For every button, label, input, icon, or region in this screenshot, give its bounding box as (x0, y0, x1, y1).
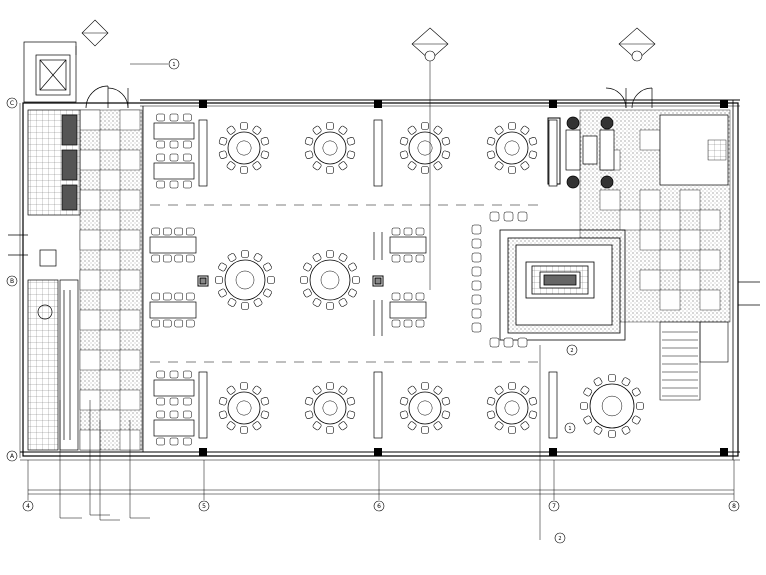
bar-chairs (471, 211, 528, 348)
dashed-guides (150, 204, 540, 363)
round-table (486, 382, 538, 434)
rect-table (389, 227, 427, 263)
grid-label-col-4: 4 (26, 503, 30, 510)
round-table (486, 122, 538, 174)
staircase (659, 321, 729, 401)
round-table (300, 250, 360, 310)
row-bubbles (6, 97, 18, 462)
grid-bubble-row-b (6, 275, 18, 287)
round-table (580, 374, 644, 438)
rect-table (153, 370, 195, 406)
rect-table (153, 153, 195, 189)
leader-lines (59, 46, 168, 521)
bar-counter (499, 229, 626, 341)
rect-table (149, 292, 197, 328)
rect-table (389, 292, 427, 328)
grid-label-col-8: 8 (732, 503, 736, 510)
round-table (218, 382, 270, 434)
grid-label-row-c: C (10, 100, 14, 107)
callout-1: 1 (172, 62, 175, 68)
grid-bubble-row-a (6, 450, 18, 462)
vip-round-table (580, 374, 644, 438)
structural-columns (199, 100, 728, 456)
round-table (215, 250, 275, 310)
round-table (399, 122, 451, 174)
interior-columns (197, 275, 384, 287)
callout-3: 1 (568, 426, 571, 432)
round-table (399, 382, 451, 434)
round-table (304, 382, 356, 434)
table-groups (149, 113, 538, 446)
rect-table (153, 410, 195, 446)
west-service-rooms (23, 41, 81, 451)
callout-4: 2 (558, 536, 561, 542)
entry-doors (8, 85, 760, 306)
grid-bubble-row-c (6, 97, 18, 109)
grid-label-col-5: 5 (202, 503, 206, 510)
column-bubbles (22, 500, 740, 512)
round-table (304, 122, 356, 174)
grid-label-row-b: B (10, 278, 14, 285)
rect-table (149, 227, 197, 263)
grid-label-col-7: 7 (552, 503, 556, 510)
callout-2: 2 (570, 348, 573, 354)
west-corridor-floor (79, 109, 143, 451)
grid-label-col-6: 6 (377, 503, 381, 510)
partition-screens (198, 119, 558, 439)
round-table (218, 122, 270, 174)
grid-lines (19, 60, 735, 540)
grid-label-row-a: A (10, 453, 15, 460)
elevation-markers (81, 19, 656, 544)
rect-table (153, 113, 195, 149)
